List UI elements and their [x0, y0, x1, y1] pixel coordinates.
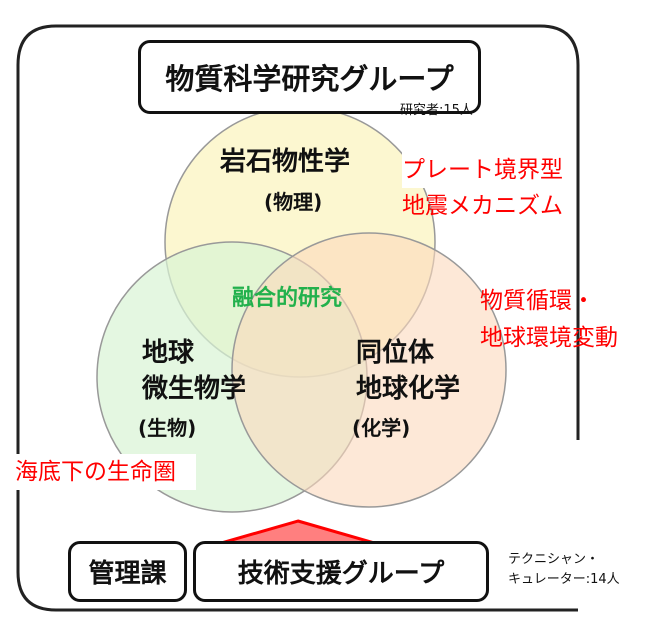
staff-count-line-2: キュレーター:14人	[508, 572, 620, 587]
researcher-count: 研究者:15人	[400, 103, 473, 118]
material-cycle-annotation-1: 物質循環・	[480, 288, 595, 314]
physics-label: 岩石物性学	[220, 147, 351, 177]
biology-sub: (生物)	[138, 416, 197, 440]
material-cycle-annotation-2: 地球環境変動	[480, 325, 618, 351]
technical-support-group-box: 技術支援グループ	[193, 541, 489, 602]
fusion-research-label: 融合的研究	[232, 286, 343, 311]
plate-boundary-annotation-2: 地震メカニズム	[402, 193, 563, 219]
subseafloor-biosphere-annotation: 海底下の生命圏	[15, 454, 196, 490]
biology-line-2: 微生物学	[142, 374, 247, 404]
circle-chemistry	[231, 232, 507, 508]
chemistry-line-2: 地球化学	[356, 374, 461, 404]
materials-science-group-title: 物質科学研究グループ	[138, 40, 481, 114]
biology-line-1: 地球	[142, 338, 195, 368]
chemistry-sub: (化学)	[352, 416, 411, 440]
physics-sub: (物理)	[264, 190, 323, 214]
plate-boundary-annotation-1: プレート境界型	[402, 152, 563, 188]
administration-box: 管理課	[68, 541, 187, 602]
staff-count-line-1: テクニシャン・	[508, 552, 600, 567]
outer-frame	[16, 24, 580, 612]
chemistry-line-1: 同位体	[356, 338, 435, 368]
